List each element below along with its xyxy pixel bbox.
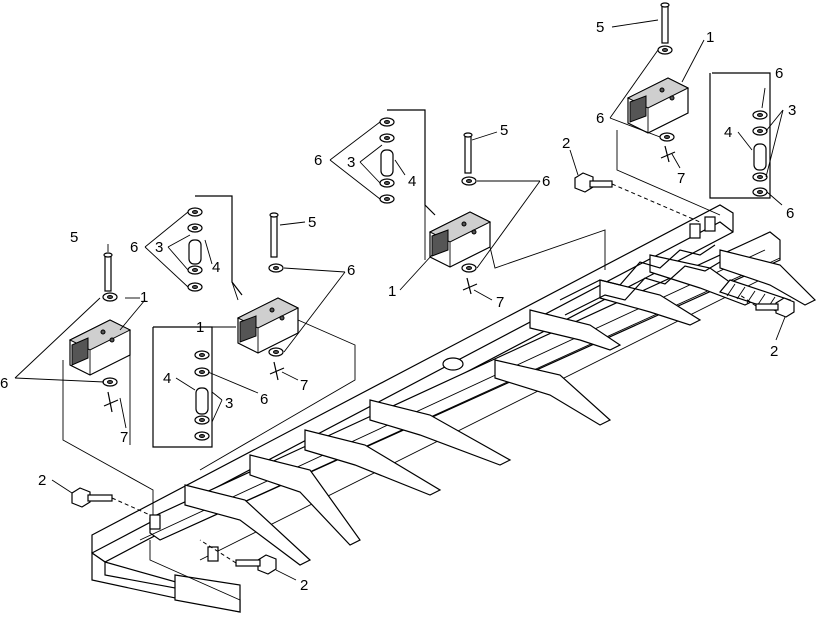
- callout-3: 3: [225, 395, 233, 412]
- callout-7: 7: [677, 170, 685, 187]
- callout-1: 1: [196, 319, 204, 336]
- callout-2: 2: [38, 472, 46, 489]
- callout-1: 1: [706, 29, 714, 46]
- callout-2: 2: [562, 135, 570, 152]
- mount-block-icon: [626, 77, 690, 134]
- bushing-icon: [195, 387, 209, 415]
- callout-6: 6: [0, 375, 8, 392]
- callout-7: 7: [300, 377, 308, 394]
- mount-block-icon: [68, 319, 132, 376]
- mount-assembly-left: [14, 244, 259, 515]
- bolt-icon: [270, 214, 278, 258]
- callout-1: 1: [388, 283, 396, 300]
- callout-4: 4: [163, 370, 171, 387]
- callout-4: 4: [212, 259, 220, 276]
- callout-5: 5: [70, 229, 78, 246]
- bushing-icon: [188, 239, 202, 265]
- mount-block-icon: [236, 297, 300, 354]
- bolt-icon: [104, 254, 112, 292]
- frame-bolt-rear-top: [569, 149, 701, 223]
- callout-labels: 5 1 6 7 4 3 6 6 3 4 5 6 1 7 6 3 4 5 6 1 …: [0, 19, 796, 594]
- callout-6: 6: [542, 173, 550, 190]
- mount-assembly-center-left: [144, 195, 356, 471]
- callout-6: 6: [347, 262, 355, 279]
- bolt-icon: [661, 4, 669, 44]
- chassis-frame: [91, 204, 817, 613]
- bushing-icon: [753, 143, 767, 171]
- cotter-pin-icon: [107, 391, 113, 413]
- frame-bolt-front-bottom: [199, 539, 297, 581]
- callout-2: 2: [770, 343, 778, 360]
- callout-6: 6: [260, 391, 268, 408]
- mount-block-icon: [428, 211, 492, 268]
- callout-6: 6: [775, 65, 783, 82]
- callout-6: 6: [596, 110, 604, 127]
- frame-bolt-rear-right: [739, 294, 795, 341]
- callout-4: 4: [408, 173, 416, 190]
- callout-6: 6: [130, 239, 138, 256]
- callout-7: 7: [120, 429, 128, 446]
- frame-bolt-front-left: [51, 479, 151, 516]
- mount-assembly-right: [609, 2, 784, 216]
- callout-6: 6: [786, 205, 794, 222]
- callout-5: 5: [500, 122, 508, 139]
- bolt-icon: [464, 134, 472, 174]
- callout-4: 4: [724, 124, 732, 141]
- callout-1: 1: [140, 289, 148, 306]
- callout-7: 7: [496, 294, 504, 311]
- mount-assembly-center: [329, 109, 606, 301]
- callout-3: 3: [788, 102, 796, 119]
- callout-6: 6: [314, 152, 322, 169]
- callout-3: 3: [347, 154, 355, 171]
- callout-3: 3: [155, 239, 163, 256]
- callout-5: 5: [596, 19, 604, 36]
- cotter-pin-icon: [466, 277, 472, 295]
- callout-2: 2: [300, 577, 308, 594]
- bushing-icon: [380, 149, 394, 177]
- callout-5: 5: [308, 214, 316, 231]
- cotter-pin-icon: [664, 145, 670, 163]
